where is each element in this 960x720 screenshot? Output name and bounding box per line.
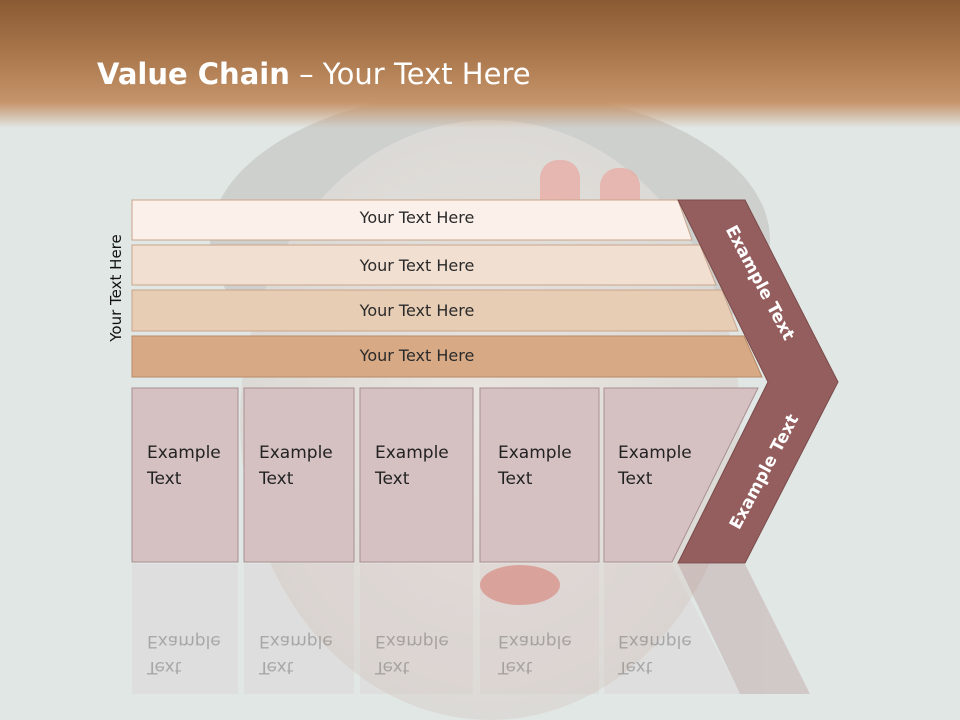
box-4-line2: Text bbox=[498, 469, 533, 489]
row-4-label: Your Text Here bbox=[359, 346, 475, 365]
box-3-line1: Example bbox=[375, 443, 449, 463]
box-1-line2: Text bbox=[147, 469, 182, 489]
box-5-line2: Text bbox=[618, 469, 653, 489]
row-3-label: Your Text Here bbox=[359, 301, 475, 320]
box-1-line1: Example bbox=[147, 443, 221, 463]
box-2-line2: Text bbox=[259, 469, 294, 489]
header-band bbox=[0, 0, 960, 128]
box-3-shape bbox=[359, 387, 474, 563]
row-3-shape bbox=[131, 289, 739, 332]
box-2-line1: Example bbox=[259, 443, 333, 463]
box-4-shape bbox=[479, 387, 600, 563]
row-2-shape bbox=[131, 244, 717, 286]
slide-title: Value Chain – Your Text Here bbox=[97, 52, 531, 96]
box-2-shape bbox=[243, 387, 355, 563]
chevron-shape bbox=[677, 199, 839, 564]
row-2-label: Your Text Here bbox=[359, 256, 475, 275]
box-3-line2: Text bbox=[375, 469, 410, 489]
box-5-shape bbox=[603, 387, 759, 563]
box-5-line1: Example bbox=[618, 443, 692, 463]
row-4-shape bbox=[131, 335, 763, 378]
box-4-line1: Example bbox=[498, 443, 572, 463]
title-rest: – Your Text Here bbox=[289, 57, 531, 91]
row-1-shape bbox=[131, 199, 693, 241]
box-1-shape bbox=[131, 387, 239, 563]
title-bold: Value Chain bbox=[97, 57, 290, 91]
row-1-label: Your Text Here bbox=[359, 208, 475, 227]
reflection bbox=[132, 564, 810, 694]
